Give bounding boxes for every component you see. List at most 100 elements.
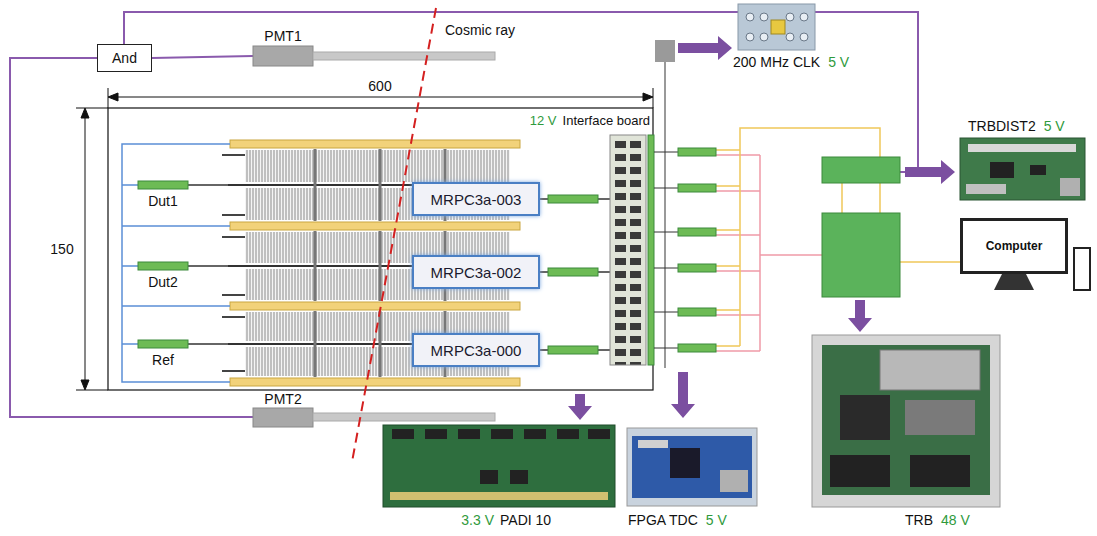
readout-wire-part-part	[540, 349, 548, 351]
trbdist-photo-part	[990, 162, 1014, 178]
clock-photo-part-part	[786, 13, 794, 21]
interface-board-part	[610, 135, 646, 365]
readout-wire-part	[122, 144, 230, 382]
clock-photo-part-part	[800, 13, 808, 21]
box-text: MRPC3a-003	[431, 191, 522, 208]
part-label: TRBDIST2	[968, 118, 1036, 134]
padi-photo-part-part	[557, 429, 579, 439]
voltage-label: 5 V	[1044, 118, 1065, 134]
part-label: PMT1	[264, 28, 301, 44]
readout-wire-part-part	[138, 181, 188, 189]
mrpc-chamber-part-part	[222, 294, 245, 296]
dimension	[76, 88, 653, 390]
clock-photo-part-part	[800, 33, 808, 41]
readout-wire-part-part	[188, 265, 228, 267]
part-label: FPGA TDC	[628, 512, 698, 528]
readout-wire-part-part	[188, 343, 228, 345]
clock-photo	[738, 4, 815, 50]
padi-photo-part	[390, 492, 608, 500]
padi-photo-part	[383, 425, 615, 507]
mrpc-chamber-part	[222, 155, 245, 371]
detector-box: MRPC3a-003	[412, 182, 540, 216]
clock-photo-part-part	[746, 33, 754, 41]
cable-part-part	[678, 148, 716, 156]
readout-wire-part	[188, 185, 610, 350]
clock-photo-part-part	[786, 33, 794, 41]
cable-part	[716, 128, 960, 346]
pmt-part	[313, 52, 495, 60]
block-arrow-part	[671, 372, 695, 418]
padi-photo-part-part	[458, 429, 480, 439]
clock-photo-part	[771, 20, 785, 34]
cable-part	[678, 148, 716, 352]
box-text: And	[112, 50, 137, 66]
part-label: Cosmic ray	[445, 22, 515, 38]
computer-icon-part	[994, 274, 1034, 290]
readout-wire-part-part	[548, 268, 598, 276]
dimension-part	[114, 97, 647, 98]
computer-icon-part	[1074, 248, 1090, 290]
trb-module	[822, 157, 900, 297]
padi-photo-part-part	[392, 429, 414, 439]
fpga-tdc-photo	[627, 428, 757, 506]
cable-part-part	[654, 152, 678, 348]
part-label: Dut2	[148, 274, 178, 290]
mrpc-chamber-part-part	[230, 378, 520, 386]
trb-photo-part	[830, 455, 890, 487]
cable-part	[654, 152, 678, 348]
block-arrow-part	[848, 300, 872, 332]
clock-photo-part	[746, 13, 808, 41]
part-label: TRB	[905, 512, 933, 528]
trbdist-photo-part	[1030, 165, 1046, 175]
padi-photo-part	[392, 429, 610, 484]
pmt-part	[313, 413, 495, 421]
trb-photo-part	[910, 455, 970, 487]
cable-part-part	[678, 264, 716, 272]
cable	[654, 128, 960, 352]
mrpc-chamber-part-part	[314, 311, 317, 377]
dimension-part	[108, 88, 109, 108]
trigger-wire	[10, 12, 918, 417]
clock-photo-part-part	[760, 33, 768, 41]
part-label: Dut1	[148, 193, 178, 209]
mrpc-chamber-part-part	[222, 370, 245, 372]
clock-line-part	[664, 62, 666, 368]
padi-photo-part-part	[524, 429, 546, 439]
trbdist-photo	[960, 138, 1085, 200]
interface-board-part	[648, 135, 654, 365]
mrpc-chamber-part-part	[222, 154, 245, 156]
cosmic-ray-track	[352, 8, 436, 462]
dimension-part	[108, 93, 118, 101]
readout-wire-part-part	[138, 262, 188, 270]
cable-part-part	[678, 228, 716, 236]
part-label: Ref	[152, 352, 174, 368]
mrpc-chamber-part-part	[379, 149, 382, 221]
block-arrow-part	[568, 394, 592, 420]
trb-photo-part	[880, 350, 980, 390]
readout-wire	[122, 144, 610, 382]
voltage-label: 5 V	[828, 54, 849, 70]
pmt-part	[253, 46, 313, 66]
readout-wire-part-part	[548, 346, 598, 354]
pmt-part	[253, 408, 313, 427]
voltage-label: 48 V	[941, 512, 970, 528]
box-text: Computer	[986, 239, 1043, 253]
cable-part-part	[678, 184, 716, 192]
dimension-part	[653, 88, 654, 108]
cable-part-part	[678, 308, 716, 316]
part-label: 600	[368, 78, 391, 94]
detector-box: MRPC3a-002	[412, 255, 540, 289]
trigger-wire-part	[10, 58, 253, 417]
clock-line-part	[655, 40, 675, 62]
dimension-part	[76, 108, 108, 109]
computer-screen: Computer	[960, 218, 1068, 274]
readout-wire-part-part	[540, 198, 548, 200]
part-label: PMT2	[264, 391, 301, 407]
cable-part-part	[716, 155, 822, 351]
mrpc-chamber-part-part	[222, 316, 245, 318]
trbdist-photo-part	[966, 184, 1006, 194]
readout-wire-part-part	[188, 184, 228, 186]
trbdist-photo-part	[968, 144, 1076, 152]
mrpc-chamber-part-part	[222, 236, 245, 238]
trb-photo-part	[905, 400, 975, 435]
